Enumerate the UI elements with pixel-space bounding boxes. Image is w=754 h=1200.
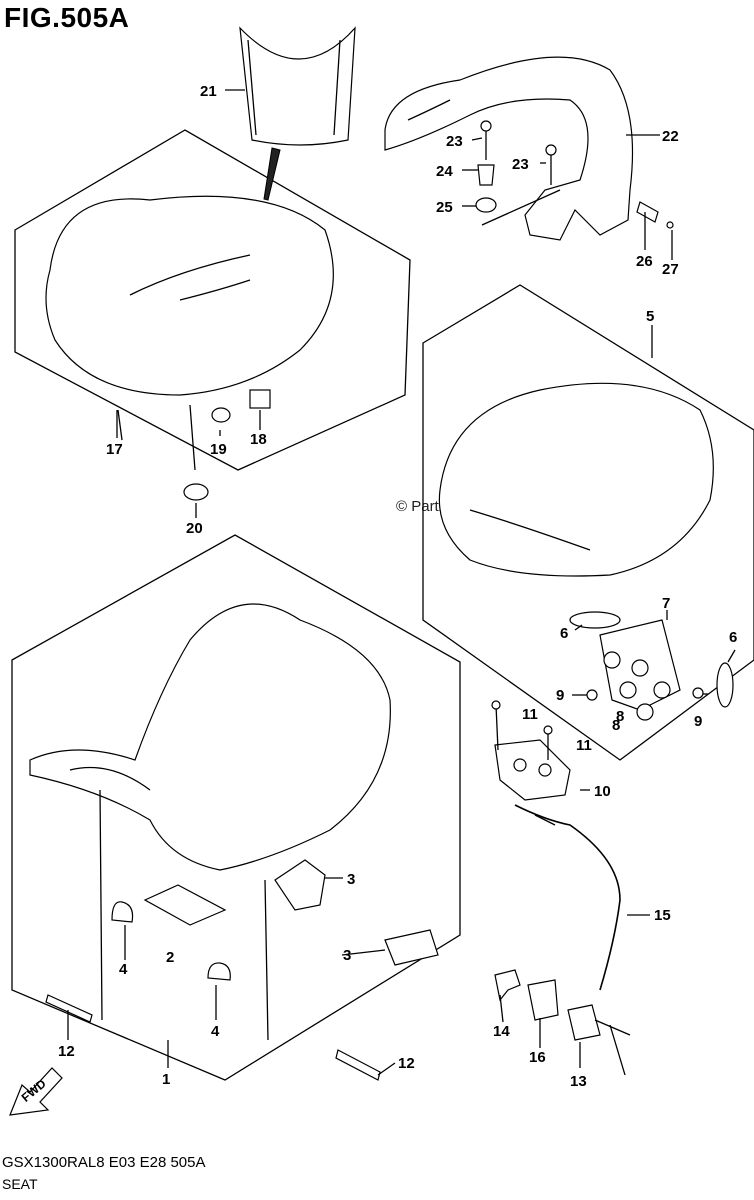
leader-lines: [67, 89, 736, 1076]
callout-2: 2: [166, 949, 174, 966]
frame-5: [422, 284, 754, 761]
collar-24: [477, 164, 495, 186]
callout-10: 10: [594, 783, 611, 800]
callout-14: 14: [493, 1023, 510, 1040]
seat-lock-10: [494, 739, 571, 801]
callout-21: 21: [200, 83, 217, 100]
footer-model-code: GSX1300RAL8 E03 E28 505A: [2, 1154, 206, 1171]
callout-18: 18: [250, 431, 267, 448]
callout-4a: 4: [119, 961, 128, 978]
callout-12b: 12: [398, 1055, 415, 1072]
callout-3b: 3: [343, 947, 351, 964]
cushion-6b: [716, 662, 734, 708]
callout-19: 19: [210, 441, 227, 458]
callout-15: 15: [654, 907, 671, 924]
pad-2: [143, 884, 227, 926]
callout-3a: 3: [347, 871, 355, 888]
callout-6a: 6: [560, 625, 568, 642]
pillion-seat-17: [45, 195, 334, 396]
callout-25: 25: [436, 199, 453, 216]
callout-20: 20: [186, 520, 203, 537]
seat-5: [438, 382, 714, 577]
grommet-25: [475, 197, 497, 213]
bolt-12b: [335, 1049, 381, 1081]
callout-27: 27: [662, 261, 679, 278]
seat-cover-21: [239, 26, 356, 146]
callout-23b: 23: [512, 156, 529, 173]
callout-4b: 4: [211, 1023, 220, 1040]
bolt-12a: [45, 994, 93, 1023]
callout-9b: 9: [694, 713, 702, 730]
footer-section-name: SEAT: [2, 1176, 38, 1192]
callout-6b: 6: [729, 629, 737, 646]
frame-17: [14, 129, 411, 471]
nut-9b: [692, 687, 704, 699]
callout-17: 17: [106, 441, 123, 458]
callout-12a: 12: [58, 1043, 75, 1060]
cushion-3b: [384, 929, 439, 966]
arrow-to-seat: [263, 147, 281, 201]
callout-9a: 9: [556, 687, 564, 704]
callout-24: 24: [436, 163, 453, 180]
cushion-20: [183, 483, 209, 501]
damper-18: [249, 389, 271, 409]
grommet-8a: [619, 681, 637, 699]
callout-8b: 8: [612, 717, 620, 734]
callout-13: 13: [570, 1073, 587, 1090]
stopper-4b: [207, 962, 231, 981]
callout-11b: 11: [576, 737, 592, 754]
washer-27: [666, 221, 674, 229]
lock-cylinder-13: [567, 1004, 601, 1041]
callout-1: 1: [162, 1071, 170, 1088]
grab-handle-22: [384, 56, 634, 241]
callout-8a: 8: [616, 708, 624, 725]
cushion-6a: [569, 611, 621, 629]
cushion-3a: [274, 859, 326, 911]
callout-26: 26: [636, 253, 653, 270]
callout-16: 16: [529, 1049, 546, 1066]
grommet-8b: [636, 703, 654, 721]
callout-22: 22: [662, 128, 679, 145]
frame-1: [11, 534, 461, 1081]
callout-5: 5: [646, 308, 654, 325]
screw-26: [636, 201, 659, 223]
rider-seat-1: [29, 603, 391, 871]
callout-7: 7: [662, 595, 670, 612]
bolt-11a: [495, 704, 499, 751]
callout-11a: 11: [522, 706, 538, 723]
stopper-4a: [111, 901, 134, 923]
holder-16: [527, 979, 559, 1021]
figure-title: FIG.505A: [4, 2, 130, 33]
callout-23a: 23: [446, 133, 463, 150]
grommet-19: [211, 407, 231, 423]
bracket-14: [494, 969, 521, 1002]
nut-9a: [586, 689, 598, 701]
fwd-arrow-icon: [9, 1067, 63, 1116]
cable-15: [514, 804, 621, 991]
